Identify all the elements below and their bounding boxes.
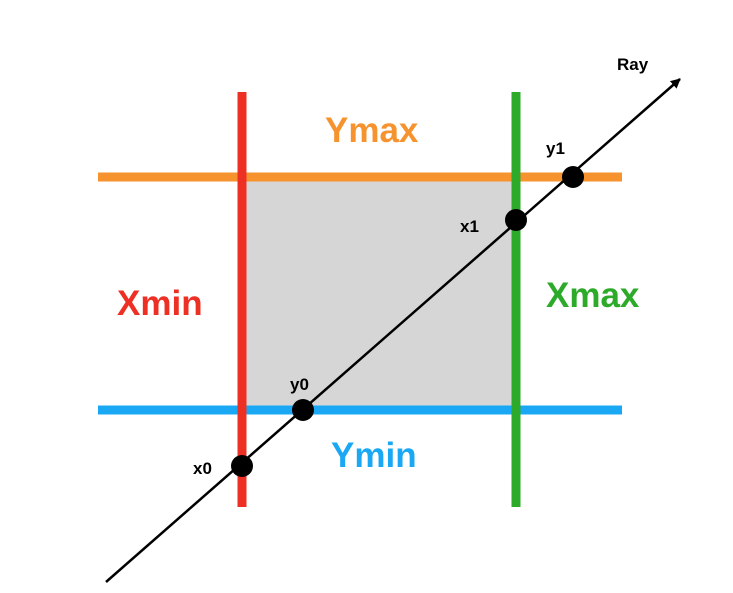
x1-label: x1	[460, 217, 479, 236]
point-y1	[562, 166, 584, 188]
ymin-label: Ymin	[331, 436, 417, 475]
slab-overlap-box	[242, 177, 516, 410]
xmax-label: Xmax	[546, 276, 640, 315]
point-x0	[231, 455, 253, 477]
x0-label: x0	[193, 459, 212, 478]
point-y0	[292, 399, 314, 421]
ymax-label: Ymax	[325, 111, 419, 150]
ray-arrow	[105, 78, 681, 583]
xmin-label: Xmin	[117, 284, 203, 323]
y1-label: y1	[546, 139, 565, 158]
ray-label: Ray	[617, 55, 649, 74]
point-x1	[505, 209, 527, 231]
y0-label: y0	[290, 375, 309, 394]
